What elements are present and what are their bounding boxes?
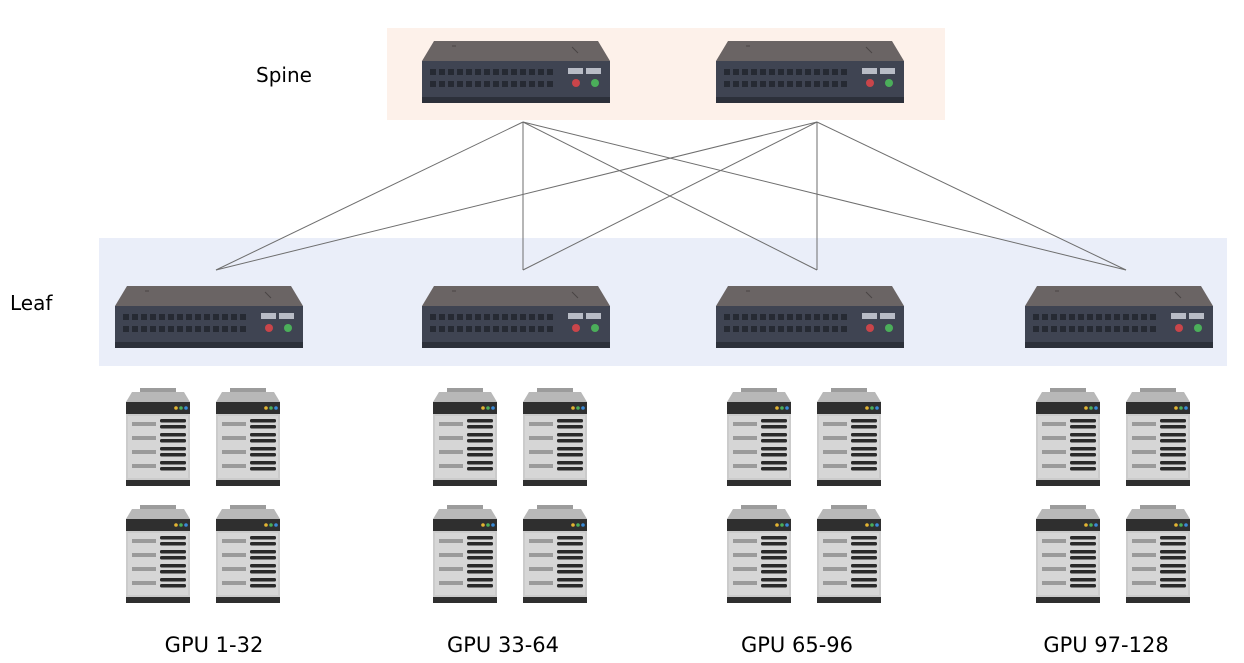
gpu-group-label-3: GPU 65-96 xyxy=(741,633,853,657)
gpu-server xyxy=(727,388,791,486)
link-spine2-leaf2 xyxy=(522,121,818,271)
gpu-server xyxy=(216,388,280,486)
gpu-group-3 xyxy=(727,388,881,603)
gpu-group-1 xyxy=(126,388,280,603)
spine-switch-1 xyxy=(422,41,610,103)
gpu-server xyxy=(433,505,497,603)
gpu-server xyxy=(126,388,190,486)
spine-leaf-links xyxy=(215,121,1127,271)
gpu-server xyxy=(727,505,791,603)
gpu-server xyxy=(817,505,881,603)
gpu-group-label-2: GPU 33-64 xyxy=(447,633,559,657)
gpu-server xyxy=(433,388,497,486)
leaf-switch-4 xyxy=(1025,286,1213,348)
leaf-switch-3 xyxy=(716,286,904,348)
link-spine2-leaf1 xyxy=(215,121,818,271)
gpu-group-label-1: GPU 1-32 xyxy=(165,633,264,657)
spine-label: Spine xyxy=(256,63,312,87)
gpu-server xyxy=(126,505,190,603)
gpu-server xyxy=(1126,505,1190,603)
gpu-server xyxy=(523,505,587,603)
link-spine2-leaf4 xyxy=(816,121,1127,271)
link-spine1-leaf4 xyxy=(522,121,1127,271)
leaf-switch-2 xyxy=(422,286,610,348)
leaf-switch-1 xyxy=(115,286,303,348)
leaf-label: Leaf xyxy=(10,291,53,315)
spine-switch-2 xyxy=(716,41,904,103)
gpu-server xyxy=(216,505,280,603)
gpu-group-4 xyxy=(1036,388,1190,603)
gpu-group-label-4: GPU 97-128 xyxy=(1043,633,1168,657)
gpu-server xyxy=(1036,505,1100,603)
gpu-group-2 xyxy=(433,388,587,603)
gpu-server xyxy=(1126,388,1190,486)
gpu-server xyxy=(817,388,881,486)
link-spine1-leaf1 xyxy=(215,121,524,271)
gpu-server xyxy=(1036,388,1100,486)
gpu-server xyxy=(523,388,587,486)
